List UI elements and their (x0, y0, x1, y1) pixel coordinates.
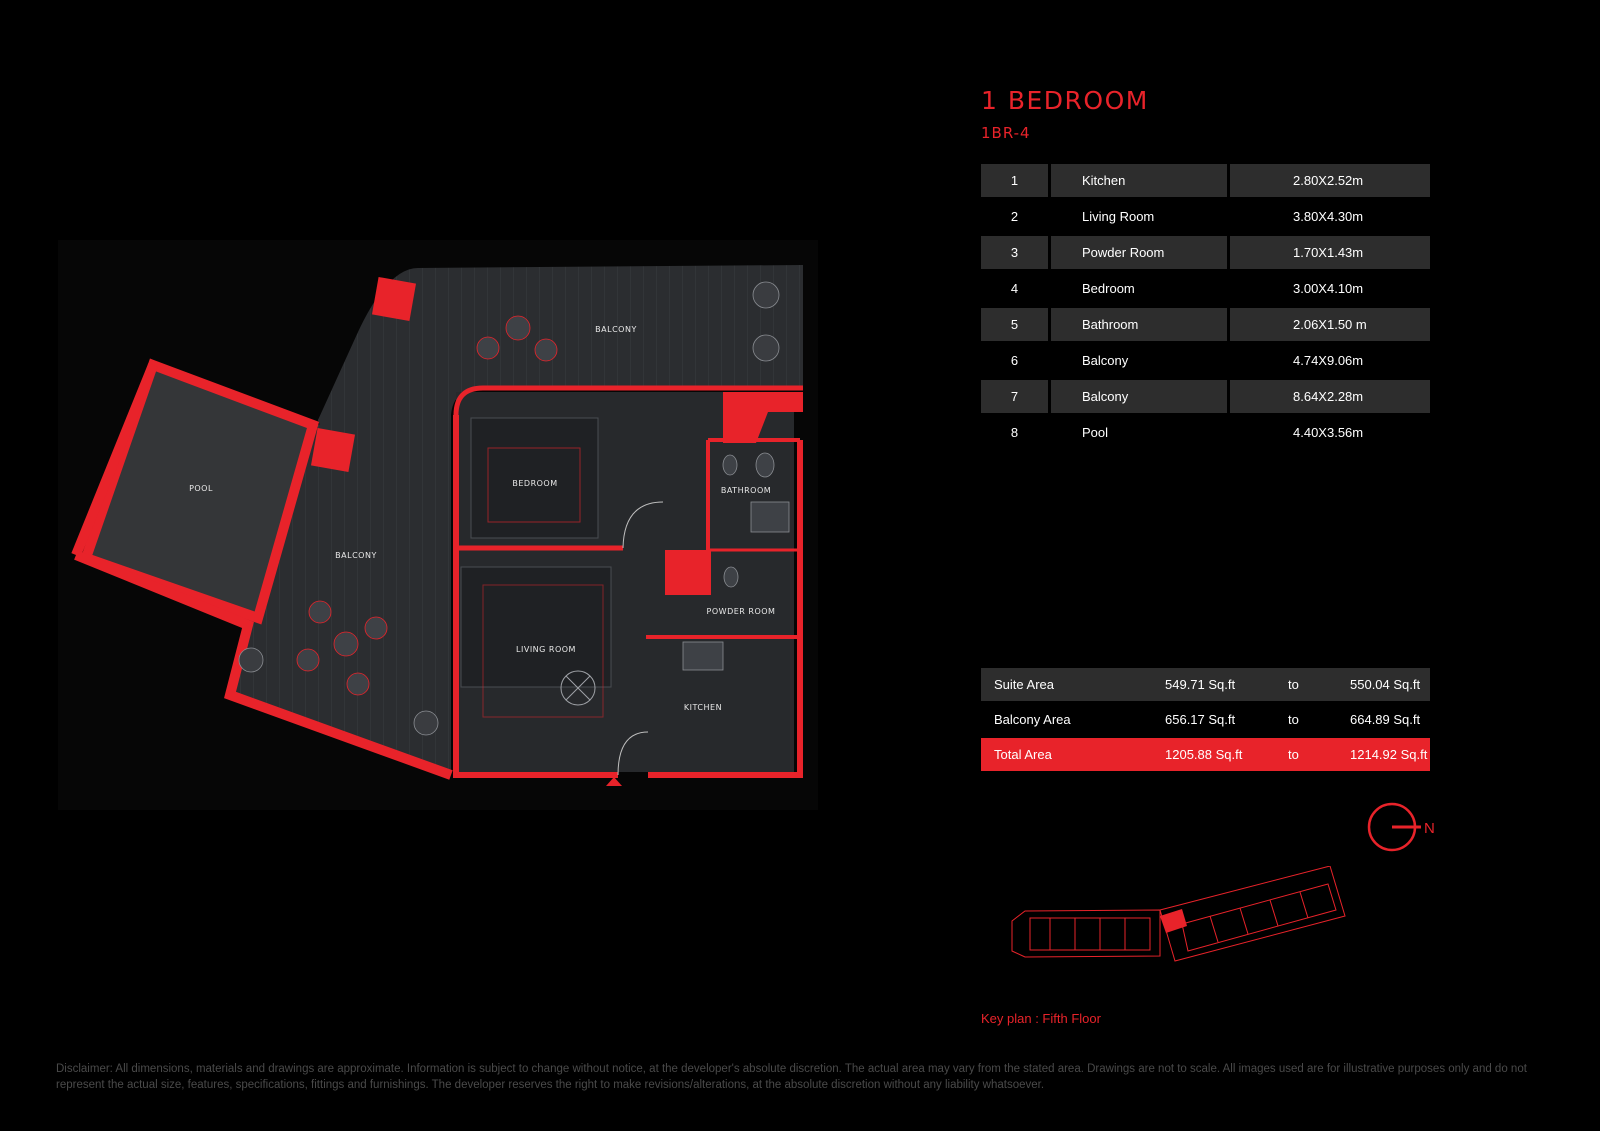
area-separator: to (1288, 677, 1299, 692)
table-row: 8 Pool 4.40X3.56m (981, 416, 1430, 449)
room-name: Pool (1082, 425, 1109, 440)
table-row: 1 Kitchen 2.80X2.52m (981, 164, 1430, 197)
room-name: Balcony (1082, 353, 1129, 368)
area-to: 664.89 Sq.ft (1350, 712, 1421, 727)
exterior-wall (453, 385, 803, 416)
room-number: 7 (981, 380, 1048, 413)
room-name: Bedroom (1082, 281, 1135, 296)
area-separator: to (1288, 747, 1299, 762)
pool-area (86, 365, 313, 618)
disclaimer: Disclaimer: All dimensions, materials an… (56, 1063, 1527, 1091)
room-number: 3 (981, 236, 1048, 269)
area-label: Suite Area (994, 677, 1054, 692)
key-plan-unit-highlight (1160, 909, 1187, 933)
area-from: 549.71 Sq.ft (1165, 677, 1236, 692)
room-size: 4.40X3.56m (1293, 425, 1364, 440)
rooms-table: 1 Kitchen 2.80X2.52m 2 Living Room 3.80X… (981, 164, 1430, 452)
table-row: 2 Living Room 3.80X4.30m (981, 200, 1430, 233)
room-number: 4 (1010, 281, 1019, 296)
area-table: Suite Area 549.71 Sq.ft to 550.04 Sq.ft … (981, 668, 1430, 773)
compass-letter: N (1424, 820, 1435, 837)
table-row: 7 Balcony 8.64X2.28m (981, 380, 1430, 413)
bathroom-fixtures (682, 452, 790, 671)
table-row: 3 Powder Room 1.70X1.43m (981, 236, 1430, 269)
north-arrow-icon: N (1367, 802, 1435, 852)
room-label-balcony-top: BALCONY (595, 325, 637, 334)
key-plan-caption: Key plan : Fifth Floor (981, 1011, 1101, 1026)
room-name: Bathroom (1051, 308, 1227, 341)
area-label: Total Area (994, 747, 1052, 762)
room-size: 2.06X1.50 m (1230, 308, 1430, 341)
room-number: 6 (1010, 353, 1019, 368)
table-row: 6 Balcony 4.74X9.06m (981, 344, 1430, 377)
patio-furniture (296, 315, 558, 696)
room-number: 5 (981, 308, 1048, 341)
column (665, 550, 711, 595)
room-label-kitchen: KITCHEN (684, 703, 722, 712)
room-size: 3.80X4.30m (1293, 209, 1364, 224)
table-row: 4 Bedroom 3.00X4.10m (981, 272, 1430, 305)
column (371, 276, 417, 322)
room-label-living-room: LIVING ROOM (516, 645, 576, 654)
room-number: 8 (1010, 425, 1019, 440)
floor-plan: BALCONY POOL BALCONY BEDROOM BATHROOM PO… (58, 240, 818, 810)
area-to: 550.04 Sq.ft (1350, 677, 1421, 692)
area-from: 656.17 Sq.ft (1165, 712, 1236, 727)
table-row: Balcony Area 656.17 Sq.ft to 664.89 Sq.f… (981, 703, 1430, 736)
room-label-bathroom: BATHROOM (721, 486, 771, 495)
room-name: Living Room (1082, 209, 1155, 224)
unit-code: 1BR-4 (981, 124, 1031, 142)
unit-title: 1 BEDROOM (981, 86, 1149, 115)
room-size: 4.74X9.06m (1293, 353, 1364, 368)
room-number: 2 (1010, 209, 1019, 224)
column (723, 392, 803, 443)
key-plan-diagram (1011, 866, 1346, 962)
column (310, 427, 356, 473)
room-name: Kitchen (1051, 164, 1227, 197)
room-size: 1.70X1.43m (1230, 236, 1430, 269)
room-label-balcony-left: BALCONY (335, 551, 377, 560)
room-size: 3.00X4.10m (1293, 281, 1364, 296)
area-separator: to (1288, 712, 1299, 727)
room-label-bedroom: BEDROOM (512, 479, 557, 488)
room-size: 2.80X2.52m (1230, 164, 1430, 197)
room-name: Powder Room (1051, 236, 1227, 269)
table-row: Suite Area 549.71 Sq.ft to 550.04 Sq.ft (981, 668, 1430, 701)
area-to: 1214.92 Sq.ft (1350, 747, 1428, 762)
room-number: 1 (981, 164, 1048, 197)
area-label: Balcony Area (994, 712, 1071, 727)
area-from: 1205.88 Sq.ft (1165, 747, 1243, 762)
table-row-total: Total Area 1205.88 Sq.ft to 1214.92 Sq.f… (981, 738, 1430, 771)
table-row: 5 Bathroom 2.06X1.50 m (981, 308, 1430, 341)
planters (238, 281, 780, 736)
room-label-pool: POOL (189, 484, 213, 493)
room-label-powder-room: POWDER ROOM (707, 607, 776, 616)
room-name: Balcony (1051, 380, 1227, 413)
room-size: 8.64X2.28m (1230, 380, 1430, 413)
entrance-marker (606, 777, 622, 786)
